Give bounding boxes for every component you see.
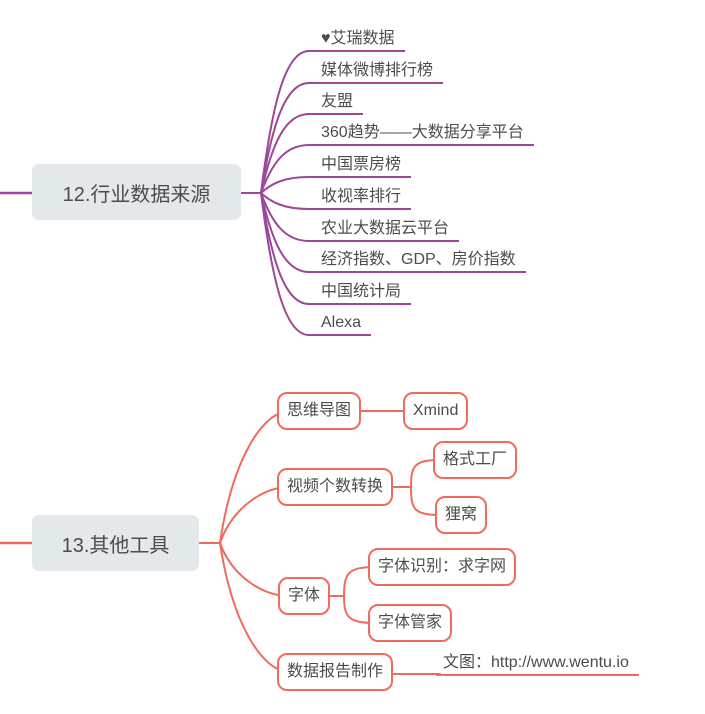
child-alexa[interactable]: Alexa (307, 314, 372, 336)
child-leawo[interactable]: 狸窝 (435, 496, 488, 534)
child-wentu-link[interactable]: 文图：http://www.wentu.io (436, 654, 639, 676)
child-font-manager[interactable]: 字体管家 (368, 604, 453, 642)
child-iresearch-data[interactable]: ♥艾瑞数据 (307, 30, 405, 52)
child-agriculture-bigdata[interactable]: 农业大数据云平台 (307, 220, 460, 242)
child-china-stats-bureau[interactable]: 中国统计局 (307, 283, 412, 305)
child-media-weibo-ranking[interactable]: 媒体微博排行榜 (307, 62, 444, 84)
child-tv-ratings[interactable]: 收视率排行 (307, 188, 412, 210)
child-china-box-office[interactable]: 中国票房榜 (307, 156, 412, 178)
child-360-trends[interactable]: 360趋势——大数据分享平台 (307, 124, 534, 146)
child-xmind[interactable]: Xmind (403, 392, 469, 430)
child-economic-index[interactable]: 经济指数、GDP、房价指数 (307, 251, 526, 273)
node-fonts[interactable]: 字体 (278, 577, 331, 615)
child-umeng[interactable]: 友盟 (307, 93, 364, 115)
child-font-recognition-qiuziwang[interactable]: 字体识别：求字网 (368, 548, 517, 586)
node-data-report-making[interactable]: 数据报告制作 (277, 653, 394, 691)
node-other-tools[interactable]: 13.其他工具 (32, 515, 199, 571)
branch12-connectors (0, 50, 310, 336)
node-video-format-convert[interactable]: 视频个数转换 (277, 468, 394, 506)
child-format-factory[interactable]: 格式工厂 (433, 441, 518, 479)
node-industry-data-sources[interactable]: 12.行业数据来源 (32, 164, 241, 220)
node-mind-mapping[interactable]: 思维导图 (277, 392, 362, 430)
